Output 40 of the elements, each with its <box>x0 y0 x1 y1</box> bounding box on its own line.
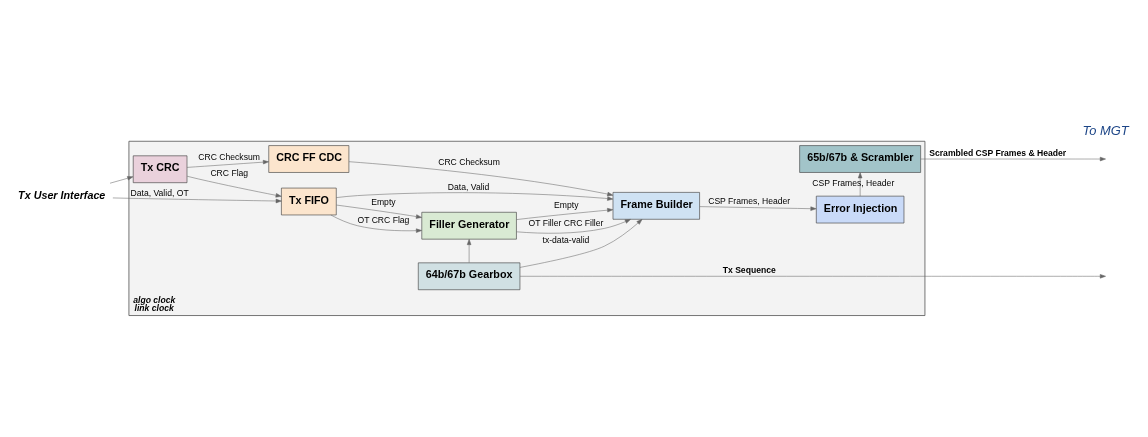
node-box: Tx CRC <box>132 154 188 183</box>
edge-label: CSP Frames, Header <box>812 177 895 188</box>
arrow <box>519 273 1106 278</box>
arrow <box>858 171 863 196</box>
label: To MGT <box>1082 122 1129 138</box>
edge-label: Scrambled CSP Frames & Header <box>929 147 1067 158</box>
arrow <box>466 238 472 263</box>
edge-label: CSP Frames, Header <box>708 195 791 206</box>
arrow <box>109 175 134 183</box>
edge-label: tx-data-valid <box>542 234 590 245</box>
arrow <box>186 159 269 168</box>
node-box: 64b/67b Gearbox <box>417 262 521 290</box>
edge-label: OT Filler CRC Filler <box>528 217 604 228</box>
arrow <box>516 218 631 234</box>
edge-label: Empty <box>371 196 396 207</box>
edge-label: CRC Checksum <box>198 151 260 162</box>
node-box: 65b/67b & Scrambler <box>799 144 921 173</box>
edge-label: CRC Checksum <box>438 156 500 167</box>
arrow <box>519 218 643 268</box>
edge-label: Tx Sequence <box>722 264 776 275</box>
arrow <box>516 207 614 220</box>
arrow <box>920 156 1106 161</box>
arrow <box>699 205 817 211</box>
edge-label: CRC Flag <box>210 167 249 178</box>
node-box: Filler Generator <box>421 211 517 239</box>
edge-label: Data, Valid <box>447 181 490 192</box>
arrow <box>186 175 282 197</box>
node-box: CRC FF CDC <box>268 144 350 173</box>
node-box: Frame Builder <box>612 191 700 220</box>
arrow <box>336 191 614 201</box>
node-box: Error Injection <box>816 195 905 223</box>
arrow <box>330 214 422 233</box>
node-text: Tx User Interface <box>18 188 106 201</box>
edge-label: OT CRC Flag <box>357 214 410 225</box>
arrow <box>348 160 614 196</box>
node-box: Tx FIFO <box>281 187 337 215</box>
arrow <box>112 197 282 203</box>
arrow <box>336 204 422 219</box>
edge-label: Data, Valid, OT <box>130 187 189 197</box>
edge-label: Empty <box>554 199 579 210</box>
